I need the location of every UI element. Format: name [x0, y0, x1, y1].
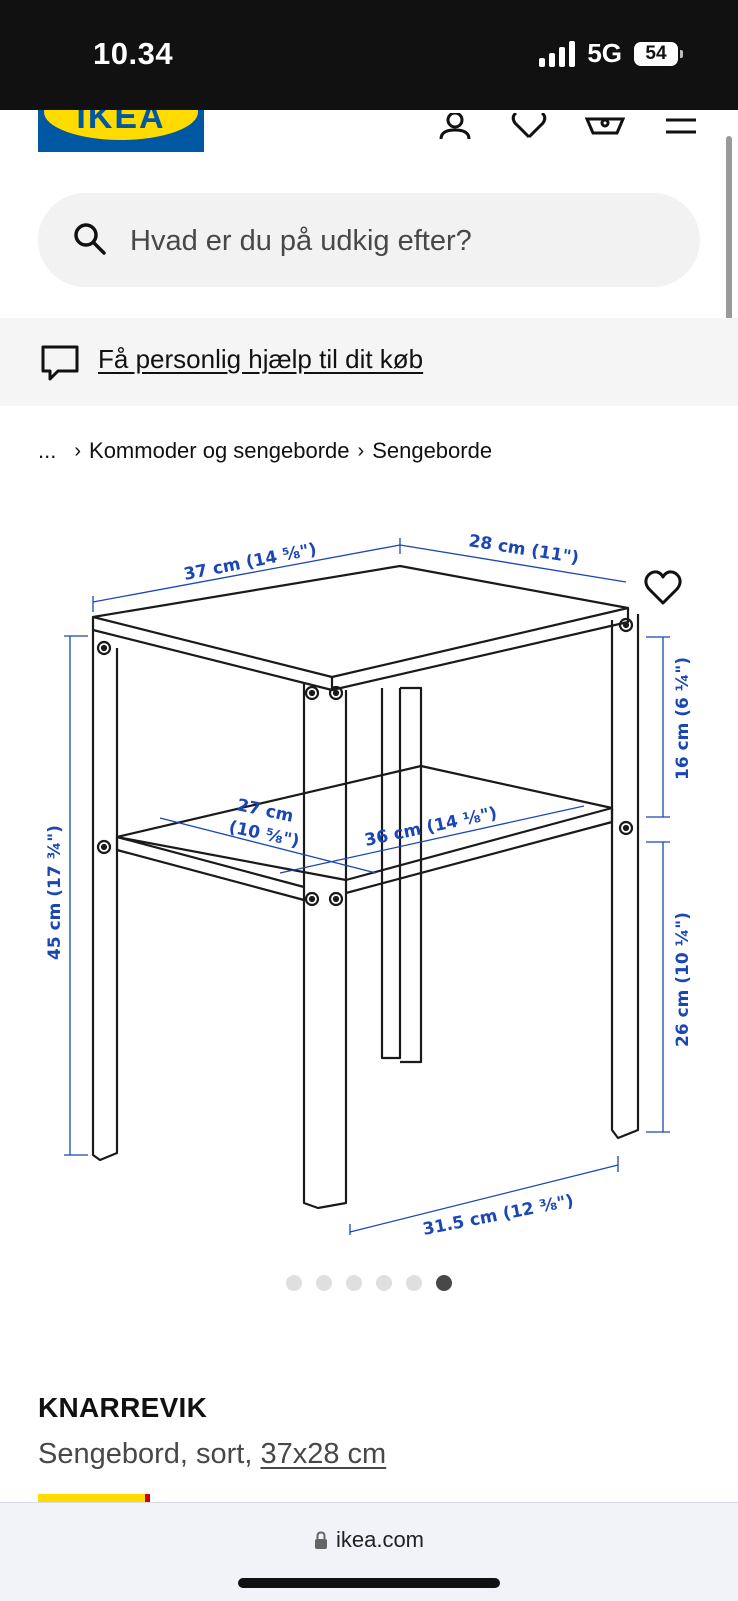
- help-bar: Få personlig hjælp til dit køb: [0, 318, 738, 406]
- personal-help-link[interactable]: Få personlig hjælp til dit køb: [98, 344, 424, 374]
- chevron-right-icon: ›: [357, 439, 365, 462]
- signal-icon: [539, 40, 576, 67]
- favourites-icon[interactable]: [508, 110, 550, 152]
- status-time: 10.34: [93, 36, 174, 71]
- search-input[interactable]: [128, 193, 672, 289]
- cart-icon[interactable]: [584, 110, 626, 152]
- carousel-dot[interactable]: [406, 1275, 422, 1291]
- status-bar: 10.34 5G 54: [0, 0, 738, 110]
- search-icon: [74, 223, 106, 255]
- dim-upper-height: 16 cm (6 ¼"): [673, 657, 693, 780]
- product-description-prefix: Sengebord, sort,: [38, 1438, 253, 1470]
- logo-text: IKEA: [76, 110, 166, 136]
- menu-icon[interactable]: [660, 110, 702, 152]
- dim-top-width: 37 cm (14 ⅝"): [182, 540, 318, 585]
- carousel-dot[interactable]: [286, 1275, 302, 1291]
- scrollbar[interactable]: [726, 136, 732, 332]
- product-name: KNARREVIK: [38, 1392, 208, 1423]
- dim-top-depth: 28 cm (11"): [467, 531, 580, 568]
- url-text: ikea.com: [335, 1527, 425, 1552]
- carousel-dot[interactable]: [436, 1275, 452, 1291]
- dim-lower-height: 26 cm (10 ¼"): [673, 912, 693, 1047]
- battery-icon: 54: [634, 41, 683, 66]
- carousel-dot[interactable]: [316, 1275, 332, 1291]
- breadcrumb-ellipsis[interactable]: ...: [38, 438, 57, 463]
- carousel-dot[interactable]: [376, 1275, 392, 1291]
- url-display[interactable]: ikea.com: [0, 1527, 738, 1553]
- ikea-logo[interactable]: IKEA: [38, 110, 204, 152]
- product-description: Sengebord, sort, 37x28 cm: [38, 1438, 386, 1471]
- carousel-dot[interactable]: [346, 1275, 362, 1291]
- dim-total-height: 45 cm (17 ¾"): [45, 825, 65, 960]
- lock-icon: [314, 1531, 327, 1549]
- breadcrumb-item-kommoder[interactable]: Kommoder og sengeborde: [89, 438, 350, 463]
- search-bar[interactable]: [38, 193, 700, 289]
- chevron-right-icon: ›: [74, 439, 82, 462]
- site-header: IKEA: [0, 110, 738, 158]
- add-to-favourites-icon[interactable]: [644, 570, 682, 611]
- image-carousel-dots: [286, 1275, 452, 1291]
- network-label: 5G: [587, 38, 622, 68]
- product-dimension-image[interactable]: 37 cm (14 ⅝") 28 cm (11") 45 cm (17 ¾") …: [0, 515, 738, 1235]
- status-indicators: 5G 54: [539, 38, 683, 69]
- home-indicator[interactable]: [238, 1578, 500, 1588]
- dim-base-width: 31.5 cm (12 ⅜"): [421, 1191, 575, 1235]
- breadcrumb-item-sengeborde[interactable]: Sengeborde: [372, 438, 493, 463]
- product-size-link[interactable]: 37x28 cm: [260, 1438, 387, 1470]
- battery-level: 54: [645, 42, 667, 64]
- chat-bubble-icon: [41, 345, 79, 381]
- account-icon[interactable]: [434, 110, 476, 152]
- breadcrumb: ... › Kommoder og sengeborde › Sengebord…: [38, 438, 492, 464]
